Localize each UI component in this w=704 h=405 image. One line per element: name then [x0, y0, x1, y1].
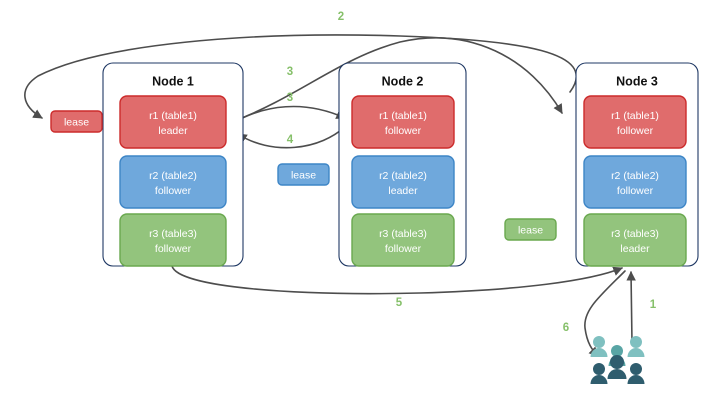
node-title: Node 3	[616, 74, 658, 88]
lease-label: lease	[518, 224, 543, 236]
edge-5-arrow	[171, 265, 623, 295]
person-head	[593, 363, 605, 375]
replica-green[interactable]: r3 (table3) follower	[351, 213, 455, 267]
replica-box	[583, 155, 687, 209]
replica-role: follower	[617, 185, 654, 197]
edge-6-arrow	[584, 270, 626, 357]
replica-blue[interactable]: r2 (table2) leader	[351, 155, 455, 209]
replica-role: follower	[155, 243, 192, 255]
edge-2-arrow	[24, 34, 578, 119]
leases-layer: lease lease lease	[50, 110, 557, 241]
edge-4-arrow	[237, 123, 349, 149]
node-title: Node 1	[152, 74, 194, 88]
person-body	[590, 375, 608, 384]
person-body	[607, 369, 627, 379]
replica-name: r1 (table1)	[611, 110, 659, 122]
replica-role: follower	[155, 185, 192, 197]
users-icon	[590, 336, 645, 384]
replica-box	[351, 213, 455, 267]
edge-label-4: 4	[287, 134, 294, 146]
edge-labels-layer: 2 3 3 4 5 1 6	[287, 11, 657, 334]
node-node2[interactable]: Node 2 r1 (table1) follower r2 (table2) lead…	[338, 62, 467, 267]
lease-box	[50, 110, 103, 133]
replica-blue[interactable]: r2 (table2) follower	[119, 155, 227, 209]
replica-name: r1 (table1)	[149, 110, 197, 122]
person-body	[627, 375, 645, 384]
replica-box	[583, 213, 687, 267]
person-head	[611, 345, 623, 357]
replica-box	[119, 213, 227, 267]
replica-red[interactable]: r1 (table1) leader	[119, 95, 227, 149]
edge-label-6: 6	[563, 322, 569, 334]
replica-box	[583, 95, 687, 149]
replica-role: leader	[158, 125, 188, 137]
lease-node1-r1[interactable]: lease	[50, 110, 103, 133]
person-head	[630, 336, 642, 348]
replica-box	[351, 95, 455, 149]
replica-name: r2 (table2)	[611, 170, 659, 182]
replica-role: follower	[385, 125, 422, 137]
replica-box	[351, 155, 455, 209]
edge-label-1: 1	[650, 299, 657, 311]
person-head	[630, 363, 642, 375]
node-node3[interactable]: Node 3 r1 (table1) follower r2 (table2) foll…	[575, 62, 699, 267]
edge-label-5: 5	[396, 297, 403, 309]
person-head	[610, 355, 624, 369]
edge-1-arrow	[626, 271, 636, 344]
lease-box	[277, 163, 330, 186]
replica-name: r3 (table3)	[379, 228, 427, 240]
replica-name: r2 (table2)	[149, 170, 197, 182]
users-layer	[590, 336, 645, 384]
lease-node3-r3[interactable]: lease	[504, 218, 557, 241]
replica-red[interactable]: r1 (table1) follower	[351, 95, 455, 149]
replica-green[interactable]: r3 (table3) leader	[583, 213, 687, 267]
replica-name: r3 (table3)	[149, 228, 197, 240]
edge-label-3: 3	[287, 66, 293, 78]
replica-name: r3 (table3)	[611, 228, 659, 240]
replica-name: r1 (table1)	[379, 110, 427, 122]
nodes-layer: Node 1 r1 (table1) leader r2 (table2) follow…	[102, 62, 699, 267]
edge-label-3: 3	[287, 92, 293, 104]
replica-role: leader	[388, 185, 418, 197]
node-title: Node 2	[382, 74, 424, 88]
replica-green[interactable]: r3 (table3) follower	[119, 213, 227, 267]
person-body	[590, 348, 608, 357]
node-node1[interactable]: Node 1 r1 (table1) leader r2 (table2) follow…	[102, 62, 244, 267]
replica-role: follower	[385, 243, 422, 255]
lease-box	[504, 218, 557, 241]
lease-node2-r2[interactable]: lease	[277, 163, 330, 186]
edge-label-2: 2	[338, 11, 344, 23]
replica-blue[interactable]: r2 (table2) follower	[583, 155, 687, 209]
replica-box	[119, 155, 227, 209]
replica-red[interactable]: r1 (table1) follower	[583, 95, 687, 149]
edge-3-arrow	[230, 105, 346, 125]
replica-name: r2 (table2)	[379, 170, 427, 182]
person-body	[627, 348, 645, 357]
replica-role: follower	[617, 125, 654, 137]
lease-label: lease	[64, 116, 89, 128]
replica-box	[119, 95, 227, 149]
replica-role: leader	[620, 243, 650, 255]
person-head	[593, 336, 605, 348]
lease-label: lease	[291, 169, 316, 181]
edge-3-arrow	[231, 37, 563, 123]
